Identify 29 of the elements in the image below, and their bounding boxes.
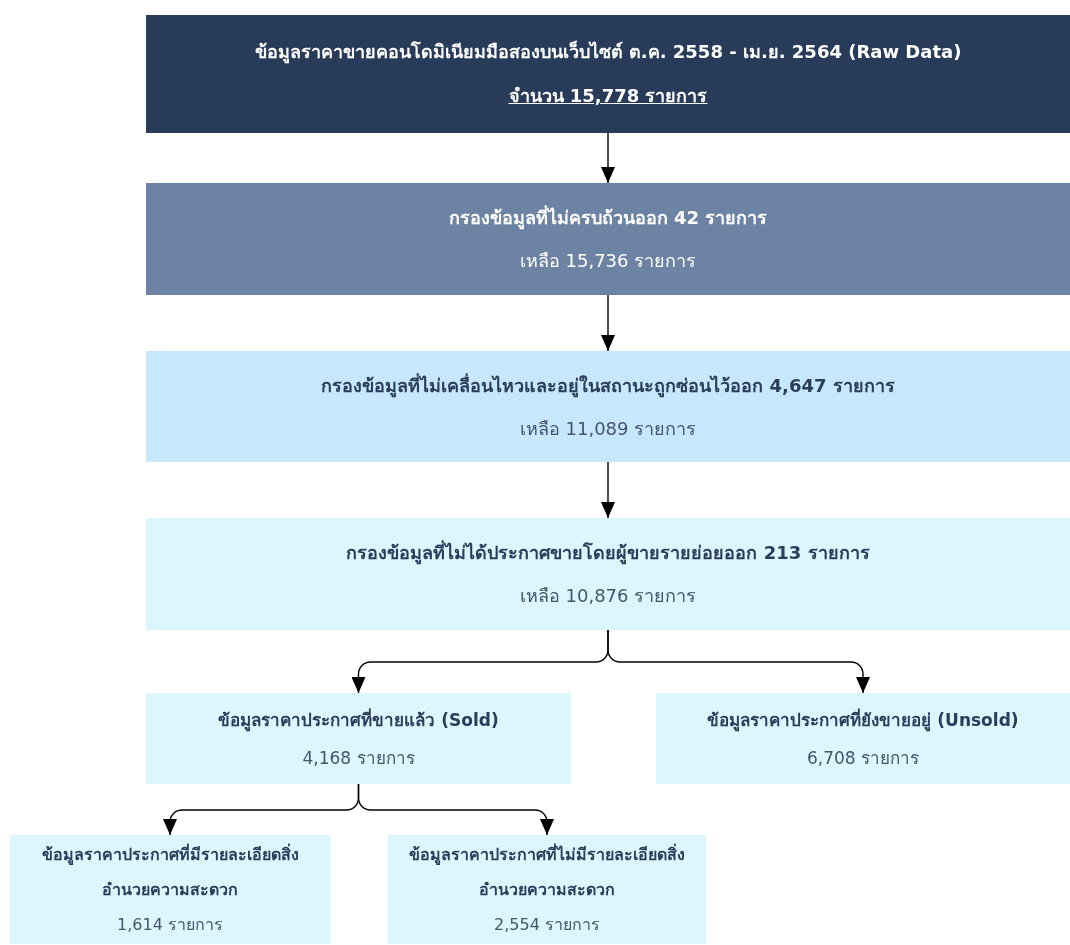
process-box (146, 351, 1070, 462)
count-text: 4,168 รายการ (302, 746, 415, 770)
process-box (656, 693, 1070, 784)
heading-text: กรองข้อมูลที่ไม่ครบถ้วนออก 42 รายการ (448, 204, 768, 232)
heading-text: ข้อมูลราคาประกาศที่มีรายละเอียดสิ่งอำนวยความสะดวก (40, 842, 300, 901)
arrow (607, 629, 870, 694)
process-box (146, 693, 571, 784)
count-text: จำนวน 15,778 รายการ (508, 84, 708, 108)
count-text: เหลือ 11,089 รายการ (519, 416, 697, 441)
heading-text: ข้อมูลราคาขายคอนโดมิเนียมมือสองบนเว็บไซต์ ต.ค. 2558 - เม.ย. 2564 (Raw Data) (254, 39, 962, 66)
process-box (10, 835, 330, 944)
process-box (146, 183, 1070, 295)
arrow (601, 461, 615, 519)
heading-text: ข้อมูลราคาประกาศที่ไม่มีรายละเอียดสิ่งอำนวยความสะดวก (408, 842, 686, 901)
process-box (146, 15, 1070, 133)
heading-text: ข้อมูลราคาประกาศที่ยังขายอยู่ (Unsold) (707, 707, 1019, 734)
count-text: เหลือ 10,876 รายการ (519, 584, 697, 608)
heading-text: กรองข้อมูลที่ไม่เคลื่อนไหวและอยู่ในสถานะถูกซ่อนไว้ออก 4,647 รายการ (321, 372, 895, 400)
count-text: 1,614 รายการ (117, 914, 223, 936)
arrow (601, 294, 615, 352)
arrow (357, 783, 554, 836)
heading-text: ข้อมูลราคาประกาศที่ขายแล้ว (Sold) (218, 707, 499, 734)
count-text: 6,708 รายการ (806, 746, 920, 770)
arrow (601, 132, 615, 184)
process-box (388, 835, 706, 944)
count-text: เหลือ 15,736 รายการ (519, 249, 697, 273)
count-text: 2,554 รายการ (494, 914, 600, 936)
heading-text: กรองข้อมูลที่ไม่ได้ประกาศขายโดยผู้ขายรายย่อยออก 213 รายการ (346, 539, 870, 567)
process-box (146, 518, 1070, 630)
